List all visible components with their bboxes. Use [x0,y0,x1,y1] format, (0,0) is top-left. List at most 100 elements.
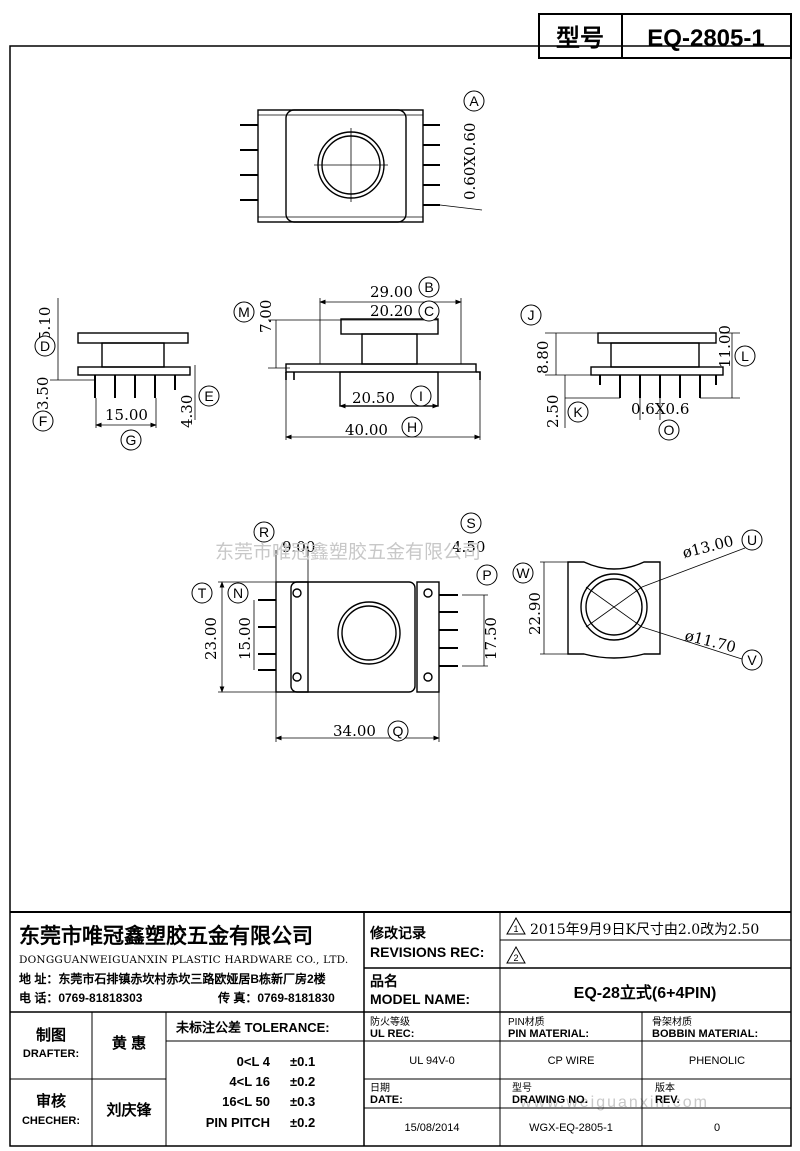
revisions-label-cn: 修改记录 [369,925,426,941]
drafter-name: 黄 惠 [112,1034,146,1052]
dim-g: 15.00 [105,406,148,424]
rev-value: 0 [714,1122,720,1134]
dim-o: 0.6X0.6 [631,400,689,418]
side-right-view [545,332,740,428]
tag-f: F [32,410,54,432]
tag-w: W [512,562,534,584]
tag-b: B [418,276,440,298]
svg-text:I: I [419,388,423,404]
dim-h: 40.00 [345,421,388,439]
tolerance-value-4: ±0.2 [290,1115,315,1130]
svg-text:H: H [407,419,417,435]
svg-text:G: G [126,432,137,448]
dim-l: 11.00 [716,325,734,368]
watermark-text: 东莞市唯冠鑫塑胶五金有限公司 [215,541,481,563]
tag-o: O [658,419,680,441]
tag-p: P [476,564,498,586]
dim-k: 2.50 [544,395,562,428]
tag-h: H [401,416,423,438]
tolerance-range-1: 0<L 4 [237,1054,271,1069]
svg-text:V: V [747,652,757,668]
sheet-border [9,45,792,1147]
dim-w: 22.90 [526,592,544,635]
pin-label-cn: PIN材质 [508,1015,545,1028]
tag-a: A [463,90,485,112]
dim-s: 4.50 [452,538,485,556]
side-left-view [50,298,196,428]
company-address: 地 址：东莞市石排镇赤坎村赤坎三路欧娅居B栋新厂房2楼 [19,971,326,986]
dim-t: 23.00 [202,617,220,660]
header-type-value: EQ-2805-1 [647,25,764,52]
tag-v: V [741,649,763,671]
svg-text:W: W [516,565,530,581]
svg-text:2: 2 [513,953,518,963]
drafter-label-cn: 制图 [36,1026,66,1044]
title-block [10,911,791,1146]
tag-d: D [34,335,56,357]
dim-b: 29.00 [370,283,413,301]
dim-i: 20.50 [352,389,395,407]
company-name-cn: 东莞市唯冠鑫塑胶五金有限公司 [19,924,313,948]
dim-v: ø11.70 [683,626,738,656]
header-type-label: 型号 [556,25,604,52]
tag-g: G [120,429,142,451]
svg-text:A: A [469,93,479,109]
svg-text:E: E [204,388,213,404]
pin-size-label: 0.60X0.60 [461,123,479,200]
model-label-cn: 品名 [370,973,398,989]
tolerance-range-2: 4<L 16 [229,1074,270,1089]
tolerance-value-3: ±0.3 [290,1094,315,1109]
tolerance-range-3: 16<L 50 [222,1094,270,1109]
svg-text:N: N [233,585,243,601]
model-value: EQ-28立式(6+4PIN) [574,983,717,1002]
bobbin-value: PHENOLIC [689,1055,745,1067]
tag-u: U [741,529,763,551]
rev2-triangle-icon: 2 [506,945,526,964]
tag-s: S [460,512,482,534]
side-mid-view [268,298,481,440]
ul-value: UL 94V-0 [409,1055,454,1067]
tag-i: I [410,385,432,407]
pin-value: CP WIRE [548,1055,595,1067]
svg-text:M: M [238,304,250,320]
svg-text:P: P [482,567,491,583]
tag-e: E [198,385,220,407]
svg-text:K: K [573,404,583,420]
rev-label-en: REV. [655,1094,680,1106]
date-label-en: DATE: [370,1094,403,1106]
dwg-label-en: DRAWING NO. [512,1094,588,1106]
svg-text:L: L [741,348,749,364]
svg-text:T: T [198,585,207,601]
dim-r: 9.00 [282,538,315,556]
dim-m: 7.00 [257,300,275,333]
rev1-triangle-icon: 1 [506,916,526,935]
watermark-url: www.weiguanxin.com [519,1094,709,1111]
rev1-text: 2015年9月9日K尺寸由2.0改为2.50 [530,922,759,938]
tag-k: K [567,401,589,423]
dim-e: 4.30 [178,395,196,428]
tolerance-title: 未标注公差 TOLERANCE: [175,1020,330,1035]
dwg-value: WGX-EQ-2805-1 [529,1122,613,1134]
tolerance-value-1: ±0.1 [290,1054,315,1069]
tag-q: Q [387,720,409,742]
dim-n: 15.00 [236,617,254,660]
tag-n: N [227,582,249,604]
svg-text:D: D [40,338,50,354]
ul-label-cn: 防火等级 [370,1015,410,1028]
svg-text:B: B [424,279,433,295]
tag-m: M [233,301,255,323]
model-label-en: MODEL NAME: [370,991,470,1007]
svg-text:F: F [39,413,48,429]
bobbin-label-en: BOBBIN MATERIAL: [652,1028,758,1040]
tolerance-value-2: ±0.2 [290,1074,315,1089]
svg-text:C: C [424,303,434,319]
header-box: 型号 EQ-2805-1 [538,13,792,59]
checker-name: 刘庆锋 [106,1101,152,1119]
bottom-view [218,550,488,742]
svg-text:O: O [664,422,675,438]
tolerance-range-4: PIN PITCH [206,1115,270,1130]
drafter-label-en: DRAFTER: [23,1048,79,1060]
svg-text:1: 1 [513,924,518,934]
top-view [240,109,483,223]
